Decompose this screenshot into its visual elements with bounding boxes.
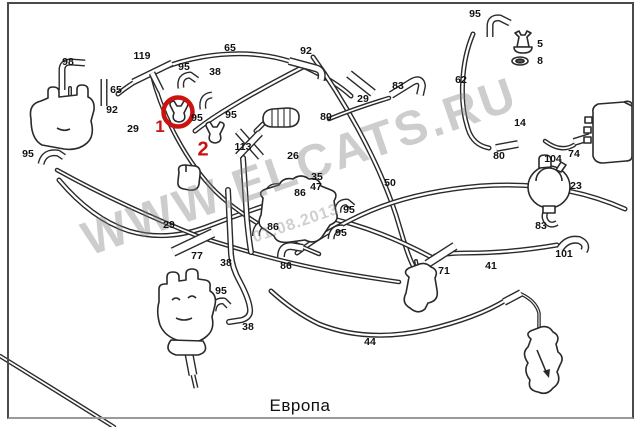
part-label: 80 [493, 150, 505, 162]
part-label: 113 [234, 141, 252, 153]
part-label: 95 [469, 8, 481, 20]
part-label: 83 [535, 220, 547, 232]
valve-assembly-center [258, 175, 338, 244]
diagram-caption: Европа [269, 396, 331, 415]
part-label: 95 [215, 285, 227, 297]
part-label: 35 [311, 171, 323, 183]
connector-block [177, 164, 201, 191]
part-label: 23 [570, 180, 582, 192]
part-label: 44 [364, 336, 376, 348]
part-label: 26 [287, 150, 299, 162]
part-label: 71 [438, 265, 450, 277]
part-label: 65 [224, 42, 236, 54]
part-label: 95 [22, 148, 34, 160]
part-label: 86 [267, 221, 279, 233]
y-connector-1 [169, 100, 189, 123]
part-label: 8 [537, 55, 543, 67]
part-label: 5 [537, 38, 543, 50]
part-label: 92 [300, 45, 312, 57]
part-label: 38 [242, 321, 254, 333]
part-label: 95 [225, 109, 237, 121]
fittings-layer [37, 14, 592, 389]
part-label: 86 [294, 187, 306, 199]
part-label: 29 [127, 123, 139, 135]
part-label: 74 [568, 148, 580, 160]
components-layer [29, 30, 633, 395]
valve-unit-left [29, 84, 95, 151]
part-label: 98 [62, 56, 74, 68]
callout-number: 2 [197, 138, 209, 161]
part-label: 92 [106, 104, 118, 116]
valve-bottom-right [523, 325, 563, 395]
part-label: 50 [384, 177, 396, 189]
part-label: 38 [220, 257, 232, 269]
watermark-text: WWW.ELCATS.RU [75, 67, 525, 267]
part-label: 95 [191, 112, 203, 124]
part-label: 29 [357, 93, 369, 105]
part-label: 95 [178, 61, 190, 73]
y-connector-2 [205, 121, 225, 144]
part-label: 95 [335, 227, 347, 239]
part-label: 80 [320, 111, 332, 123]
part-label: 41 [485, 260, 497, 272]
part-label: 14 [514, 117, 526, 129]
part-label: 104 [544, 153, 562, 165]
part-label: 83 [392, 80, 404, 92]
highlight-circle [161, 95, 195, 129]
part-label: 47 [310, 181, 322, 193]
valve-5 [514, 30, 532, 48]
part-label: 101 [555, 248, 573, 260]
part-label: 62 [455, 74, 467, 86]
watermark-text: 01.08.2013 [250, 200, 342, 247]
part-label: 38 [209, 66, 221, 78]
callout-number: 1 [155, 117, 165, 136]
part-label: 119 [133, 50, 151, 62]
part-label: 65 [110, 84, 122, 96]
part-label: 29 [163, 219, 175, 231]
part-label: 77 [191, 250, 203, 262]
part-label: 86 [280, 260, 292, 272]
valve-mid [403, 262, 439, 313]
part-label: 95 [343, 204, 355, 216]
